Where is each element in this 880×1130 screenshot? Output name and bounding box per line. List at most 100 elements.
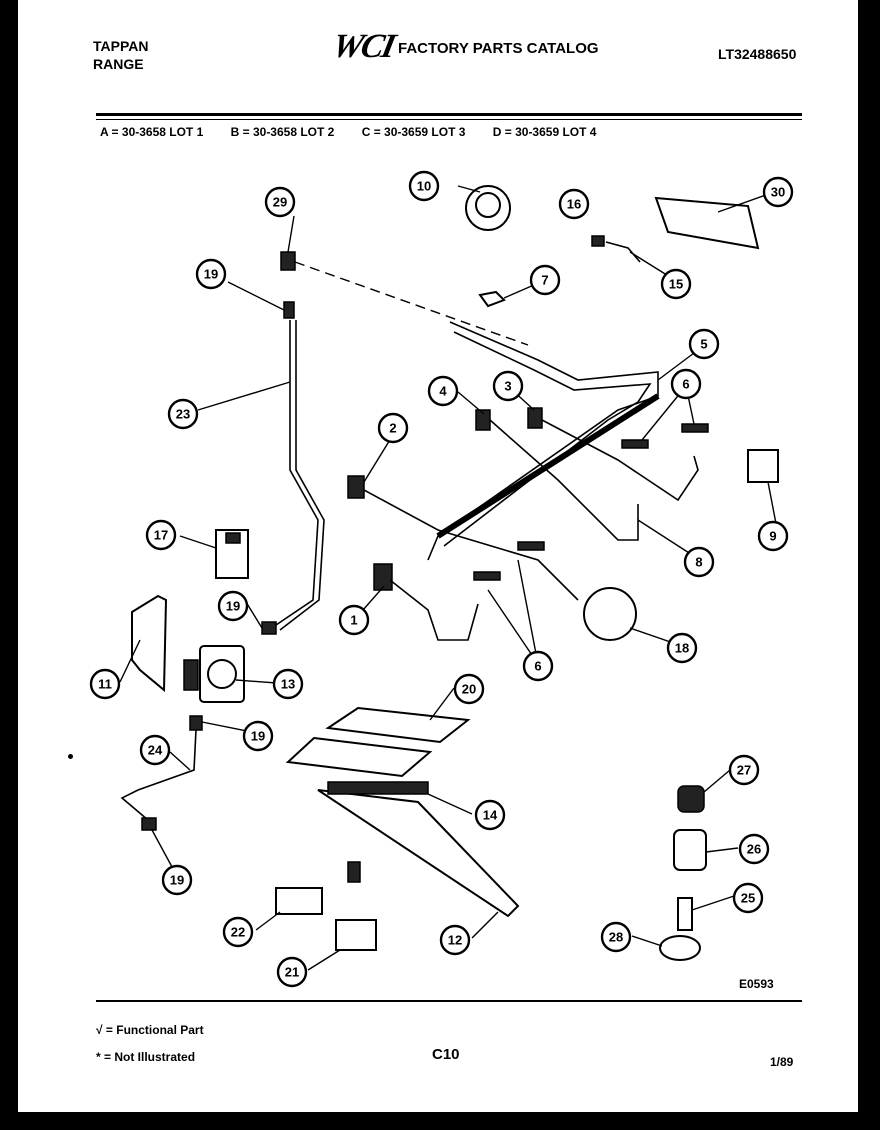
part-13-valve-face	[207, 659, 237, 689]
callout-circle	[492, 370, 524, 402]
callout-circle	[683, 546, 715, 578]
callout-number: 17	[154, 528, 168, 543]
leader-line	[245, 601, 263, 629]
part-27-knob	[677, 785, 705, 813]
callout-19-bottom: 19	[161, 864, 193, 896]
callout-circle	[242, 720, 274, 752]
diagram-code: E0593	[739, 977, 774, 991]
lot-legend: A = 30-3658 LOT 1 B = 30-3658 LOT 2 C = …	[100, 125, 620, 139]
part-18-ring	[583, 587, 637, 641]
callout-number: 19	[170, 873, 184, 888]
callout-number: 21	[285, 965, 299, 980]
callout-circle	[427, 375, 459, 407]
callout-circle	[529, 264, 561, 296]
part-21-bracket	[335, 919, 377, 951]
callout-27: 27	[728, 754, 760, 786]
axis-dashed-line	[294, 261, 529, 346]
callout-28: 28	[600, 921, 632, 953]
callout-number: 27	[737, 763, 751, 778]
callout-circle	[439, 924, 471, 956]
callout-number: 20	[462, 682, 476, 697]
header-rule-thin	[96, 119, 802, 120]
page-number: C10	[432, 1046, 460, 1063]
callout-circle	[89, 668, 121, 700]
lot-b: B = 30-3658 LOT 2	[230, 125, 335, 139]
callout-number: 22	[231, 925, 245, 940]
callout-2: 2	[377, 412, 409, 444]
callout-number: 25	[741, 891, 755, 906]
leader-line	[227, 281, 285, 311]
callout-12: 12	[439, 924, 471, 956]
part-1-valve	[373, 563, 393, 591]
callout-number: 14	[483, 808, 498, 823]
callout-number: 7	[541, 273, 548, 288]
callout-8: 8	[683, 546, 715, 578]
callout-circle	[728, 754, 760, 786]
callout-number: 19	[226, 599, 240, 614]
callout-circle	[738, 833, 770, 865]
leader-line	[703, 769, 731, 793]
callout-circle	[264, 186, 296, 218]
callout-number: 12	[448, 933, 462, 948]
callout-number: 13	[281, 677, 295, 692]
leader-line	[487, 589, 539, 665]
callout-10: 10	[408, 170, 440, 202]
part-12-burner	[317, 789, 520, 918]
header-rule	[96, 113, 802, 116]
part-4-tube	[489, 419, 639, 541]
callout-17: 17	[145, 519, 177, 551]
callout-6-bottom: 6	[522, 650, 554, 682]
callout-number: 6	[534, 659, 541, 674]
leader-line	[471, 911, 499, 939]
part-3-tube	[541, 419, 699, 502]
callout-circle	[757, 520, 789, 552]
callout-22: 22	[222, 916, 254, 948]
stray-mark	[68, 754, 73, 759]
callout-circle	[666, 632, 698, 664]
callout-circle	[338, 604, 370, 636]
callout-circle	[222, 916, 254, 948]
callout-number: 19	[204, 267, 218, 282]
callout-circle	[558, 188, 590, 220]
leader-line	[457, 185, 481, 193]
part-19-nut-bottom	[141, 817, 157, 831]
callout-number: 4	[439, 384, 447, 399]
part-6-igniter-c	[517, 541, 545, 551]
product-type: RANGE	[93, 56, 144, 72]
callout-23: 23	[167, 398, 199, 430]
callout-29: 29	[264, 186, 296, 218]
callout-circle	[762, 176, 794, 208]
callout-circle	[217, 590, 249, 622]
part-12-fitting	[347, 861, 361, 883]
callout-number: 28	[609, 930, 623, 945]
lot-d: D = 30-3659 LOT 4	[492, 125, 597, 139]
callout-circle	[688, 328, 720, 360]
callout-circle	[195, 258, 227, 290]
callout-4: 4	[427, 375, 459, 407]
footer-rule	[96, 1000, 802, 1002]
callout-number: 10	[417, 179, 431, 194]
leader-line	[255, 911, 281, 931]
callout-circle	[660, 268, 692, 300]
leader-line	[429, 687, 455, 721]
callout-circle	[272, 668, 304, 700]
callout-number: 19	[251, 729, 265, 744]
callout-number: 5	[700, 337, 707, 352]
not-illustrated-legend: * = Not Illustrated	[96, 1050, 196, 1064]
leader-line	[631, 935, 663, 947]
leader-line	[705, 847, 739, 853]
part-10-burner-cap	[475, 192, 501, 218]
callout-number: 15	[669, 277, 683, 292]
callout-19-mid: 19	[217, 590, 249, 622]
callout-11: 11	[89, 668, 121, 700]
callout-circle	[161, 864, 193, 896]
callout-24: 24	[139, 734, 171, 766]
part-13-inlet	[183, 659, 199, 691]
callouts: 29 19 23 17 19 11 13 19 24 19 10 7 16 30…	[89, 170, 794, 988]
part-drawings	[120, 185, 779, 961]
callout-number: 9	[769, 529, 776, 544]
leader-line	[307, 949, 341, 971]
part-15-clip	[605, 241, 641, 263]
callout-30: 30	[762, 176, 794, 208]
callout-number: 26	[747, 842, 761, 857]
